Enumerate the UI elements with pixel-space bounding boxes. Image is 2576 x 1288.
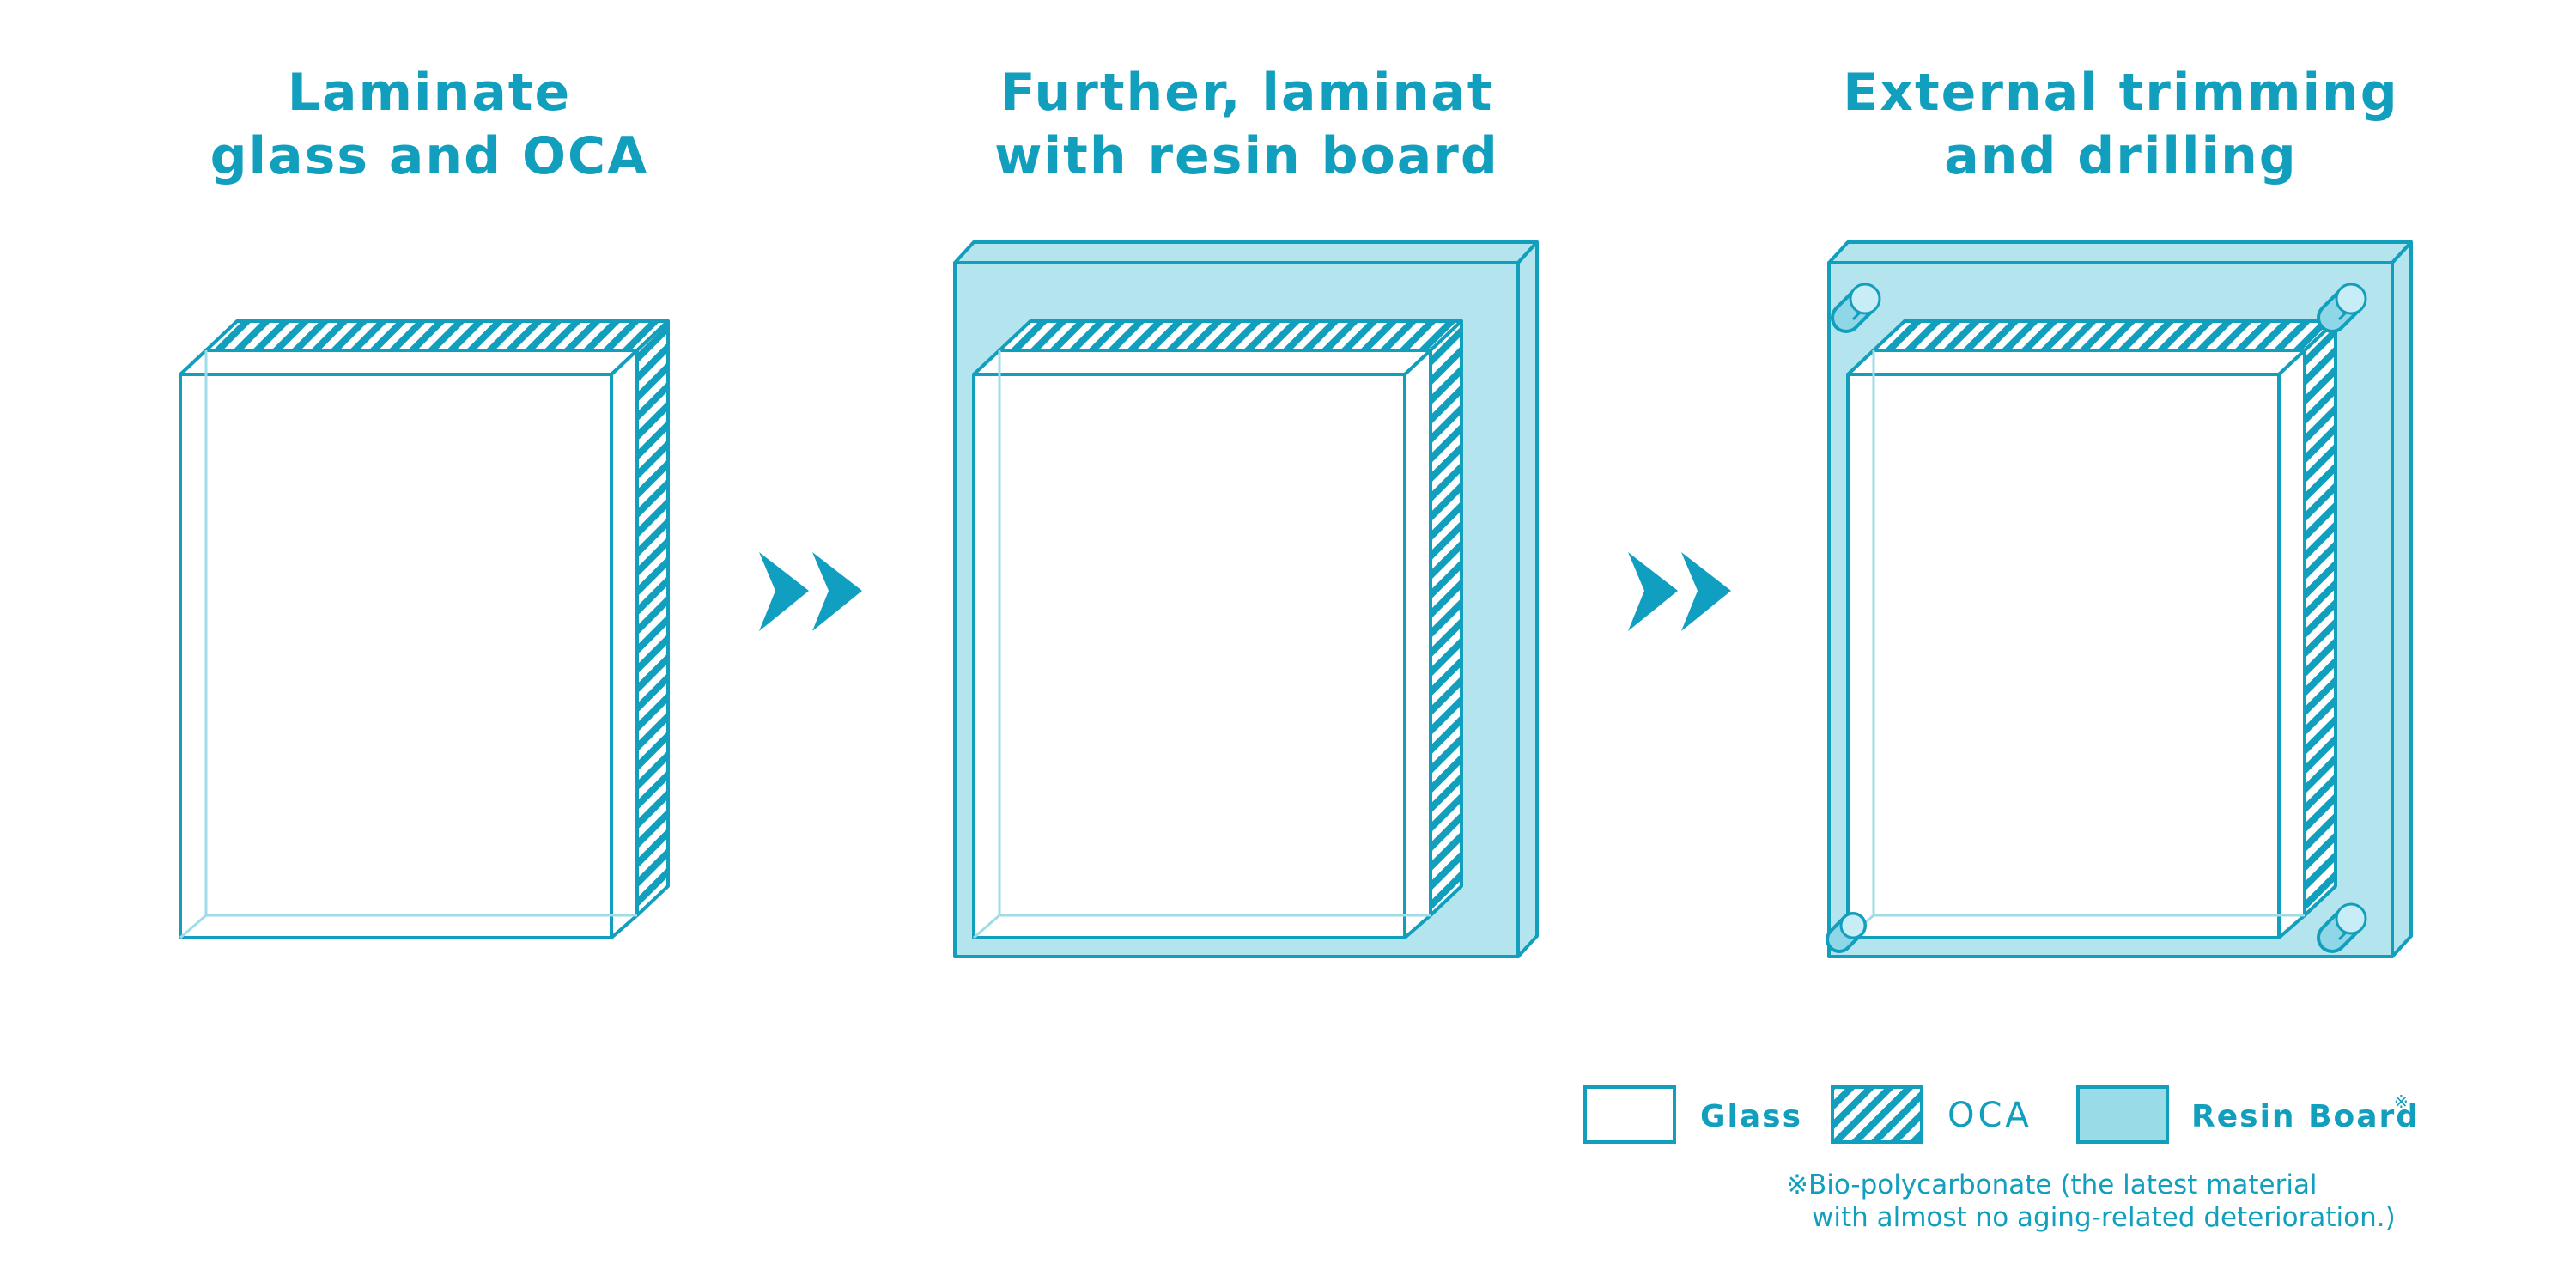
- step-2-title-line-1: Further, laminat: [1000, 63, 1494, 123]
- drill-hole-top-left: [1831, 283, 1881, 333]
- arrow-step-2-to-3: [1628, 552, 1731, 631]
- footnote-line-2: with almost no aging-related deteriorati…: [1812, 1202, 2396, 1233]
- step-3-title-line-2: and drilling: [1944, 126, 2298, 186]
- legend: Glass OCA Resin Board ※: [1583, 1085, 2420, 1144]
- legend-swatch-glass: [1583, 1085, 1676, 1144]
- step-3-title-line-1: External trimming: [1843, 63, 2398, 123]
- arrow-step-1-to-2: [759, 552, 862, 631]
- step-2-title-line-2: with resin board: [994, 126, 1499, 186]
- step-1-illustration: [179, 319, 670, 939]
- drill-hole-bottom-left: [1826, 912, 1867, 953]
- step-1-title-line-2: glass and OCA: [210, 126, 649, 186]
- step-2-illustration: [953, 240, 1539, 958]
- drill-hole-bottom-right: [2317, 902, 2367, 953]
- glass-layer: [972, 349, 1432, 939]
- oca-layer: [998, 319, 1463, 917]
- legend-swatch-resin: [2076, 1085, 2169, 1144]
- legend-label-oca: OCA: [1947, 1096, 2032, 1135]
- step-1-title-line-1: Laminate: [288, 63, 571, 123]
- legend-swatch-oca: [1831, 1085, 1923, 1144]
- glass-layer: [1846, 349, 2306, 939]
- step-3-illustration: [1826, 240, 2413, 958]
- footnote-line-1: ※Bio-polycarbonate (the latest material: [1786, 1170, 2318, 1200]
- drill-hole-top-right: [2317, 283, 2367, 333]
- legend-resin-footnote-mark: ※: [2394, 1091, 2409, 1112]
- glass-layer: [179, 349, 639, 939]
- legend-label-resin: Resin Board: [2191, 1099, 2420, 1134]
- legend-label-glass: Glass: [1700, 1099, 1802, 1134]
